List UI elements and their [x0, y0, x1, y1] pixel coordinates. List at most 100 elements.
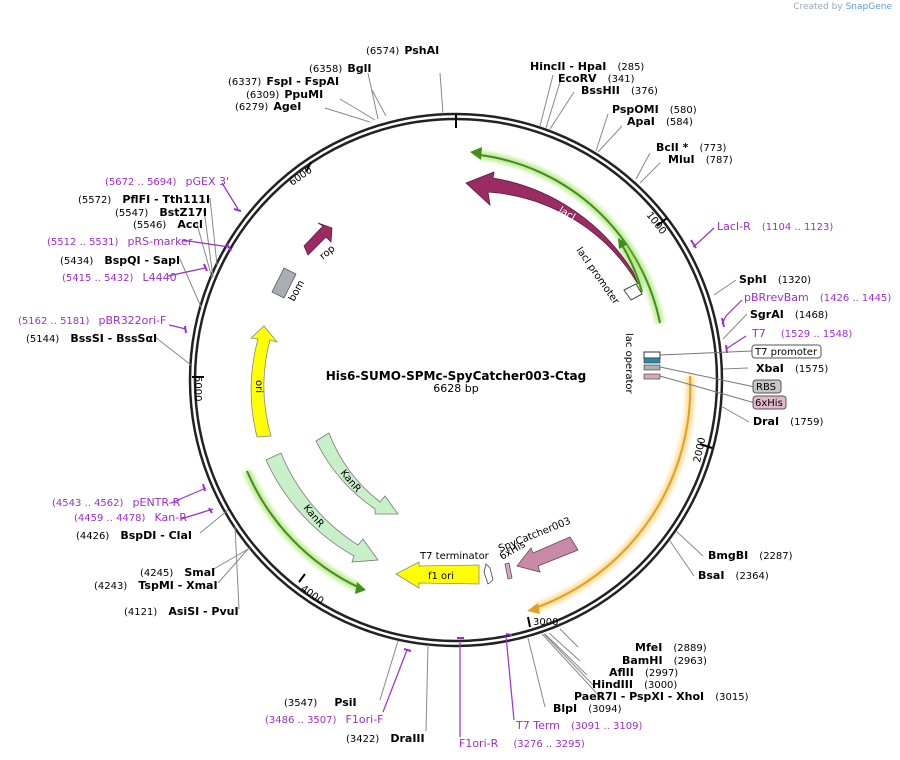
enzyme-pspomi[interactable]: PspOMI (580)	[612, 98, 697, 117]
plasmid-length: 6628 bp	[433, 382, 478, 395]
enzyme-aflii[interactable]: AflII (2997)	[609, 661, 678, 680]
t7-terminator-mark[interactable]	[483, 563, 494, 585]
tick-3000	[527, 616, 531, 628]
enzyme-apai[interactable]: ApaI (584)	[627, 110, 693, 129]
primer-pbr322ori-f[interactable]: (5162 .. 5181) pBR322ori-F	[18, 309, 166, 328]
primer-pentr-r[interactable]: (4543 .. 4562) pENTR-R	[52, 491, 181, 510]
lacI-highlight-arc	[470, 147, 664, 324]
enzyme-labels: (6574) PshAI (6358) BglI (6337) FspI - F…	[26, 39, 828, 746]
rbs-box[interactable]: RBS	[752, 379, 782, 394]
primer-marks	[167, 182, 747, 737]
scale-ticks: 1000 2000 3000 4000 5000 6000	[192, 161, 713, 628]
t7-promoter-box[interactable]: T7 promoter	[751, 344, 822, 359]
lacI-arrow[interactable]	[465, 171, 639, 285]
enzyme-sphi[interactable]: SphI (1320)	[739, 268, 811, 287]
primer-kan-r[interactable]: (4459 .. 4478) Kan-R	[74, 506, 187, 525]
enzyme-fspi[interactable]: (6337) FspI - FspAI	[228, 70, 339, 89]
enzyme-bsshii[interactable]: BssHII (376)	[581, 79, 658, 98]
enzyme-clai[interactable]: (4426) BspDI - ClaI	[76, 524, 192, 543]
enzyme-bsai[interactable]: BsaI (2364)	[698, 564, 769, 583]
enzyme-bgli[interactable]: (6358) BglI	[309, 57, 371, 76]
sixhis-label: 6xHis	[755, 398, 783, 409]
enzyme-bstz17i[interactable]: (5547) BstZ17I	[115, 201, 207, 220]
enzyme-smai[interactable]: (4245) SmaI	[140, 561, 215, 580]
enzyme-bamhi[interactable]: BamHI (2963)	[622, 649, 707, 668]
kanR-arrow-1[interactable]	[315, 432, 399, 515]
rbs-label: RBS	[756, 382, 776, 393]
enzyme-bmgbi[interactable]: BmgBI (2287)	[708, 544, 793, 563]
enzyme-hincii[interactable]: HincII - HpaI (285)	[530, 55, 644, 74]
rop-label: rop	[318, 243, 338, 262]
primer-laci-r[interactable]: LacI-R (1104 .. 1123)	[717, 215, 833, 234]
enzyme-ppumi[interactable]: (6309) PpuMI	[246, 83, 323, 102]
tick-1000	[656, 217, 668, 227]
primer-ticks	[184, 208, 728, 652]
plasmid-title: His6-SUMO-SPMc-SpyCatcher003-Ctag	[326, 369, 587, 383]
enzyme-pflfi[interactable]: (5572) PflFI - Tth111I	[78, 188, 210, 207]
enzyme-mfei[interactable]: MfeI (2889)	[635, 636, 707, 655]
t7-promoter-label: T7 promoter	[754, 347, 818, 358]
enzyme-pvui[interactable]: (4121) AsiSI - PvuI	[124, 600, 239, 619]
enzyme-pshai[interactable]: (6574) PshAI	[366, 39, 439, 58]
primer-pbrrevbam[interactable]: pBRrevBam (1426 .. 1445)	[744, 286, 891, 305]
kanR-arrow-2[interactable]	[265, 452, 379, 563]
enzyme-mlui[interactable]: MluI (787)	[668, 148, 733, 167]
primer-l4440[interactable]: (5415 .. 5432) L4440	[62, 266, 177, 285]
tick-6000	[305, 161, 312, 173]
tick-label-2000: 2000	[692, 436, 708, 463]
ori-arrow[interactable]	[250, 325, 279, 438]
enzyme-bsssi[interactable]: (5144) BssSI - BssSαI	[26, 327, 157, 346]
enzyme-draiii[interactable]: (3422) DraIII	[346, 727, 425, 746]
enzyme-ecorv[interactable]: EcoRV (341)	[558, 67, 635, 86]
orf-highlight-arc	[527, 375, 695, 614]
lacI-promoter-label: lacI promoter	[574, 245, 622, 307]
t7-promoter-mark[interactable]	[643, 351, 661, 359]
sixhis-box[interactable]: 6xHis	[752, 395, 787, 410]
tick-label-6000: 6000	[287, 165, 314, 189]
lacI-promoter-arrow[interactable]	[623, 283, 643, 301]
spycatcher-arrow[interactable]	[516, 536, 579, 573]
lacI-label: lacI	[557, 205, 578, 223]
tick-label-5000: 5000	[192, 376, 203, 401]
enzyme-drai[interactable]: DraI (1759)	[753, 410, 824, 429]
primer-prs-marker[interactable]: (5512 .. 5531) pRS-marker	[47, 230, 193, 249]
snapgene-brand: SnapGene	[845, 2, 892, 12]
tick-4000	[298, 573, 306, 583]
kanR-label-1: KanR	[338, 468, 363, 495]
enzyme-leaders	[154, 72, 750, 732]
his-tag-mark[interactable]	[643, 373, 661, 380]
his6-mark[interactable]	[504, 562, 513, 580]
f1-ori-label: f1 ori	[428, 571, 454, 582]
t7-terminator-label: T7 terminator	[419, 551, 490, 562]
snapgene-credit: Created by SnapGene	[793, 2, 892, 12]
enzyme-blpi[interactable]: BlpI (3094)	[553, 697, 622, 716]
rop-arrow[interactable]	[303, 222, 333, 256]
enzyme-hindiii[interactable]: HindIII (3000)	[592, 673, 677, 692]
feature-leaders	[659, 350, 756, 404]
enzyme-xbai[interactable]: XbaI (1575)	[756, 357, 828, 376]
primer-f1ori-f[interactable]: (3486 .. 3507) F1ori-F	[265, 708, 383, 727]
primer-t7[interactable]: T7 (1529 .. 1548)	[751, 322, 852, 341]
lacI-promoter-highlight-arc	[618, 238, 646, 294]
lac-operator-label: lac operator	[623, 333, 634, 394]
tick-label-3000: 3000	[533, 617, 558, 628]
lac-operator-mark[interactable]	[643, 357, 661, 364]
enzyme-acci[interactable]: (5546) AccI	[133, 213, 203, 232]
enzyme-sapi[interactable]: (5434) BspQI - SapI	[60, 249, 180, 268]
enzyme-psii[interactable]: (3547) PsiI	[284, 691, 357, 710]
enzyme-bcli[interactable]: BclI * (773)	[656, 136, 726, 155]
enzyme-xmai[interactable]: (4243) TspMI - XmaI	[94, 574, 218, 593]
primer-t7-term[interactable]: T7 Term (3091 .. 3109)	[515, 714, 642, 733]
primer-labels: LacI-R (1104 .. 1123) pBRrevBam (1426 ..…	[18, 170, 891, 751]
primer-pgex3[interactable]: (5672 .. 5694) pGEX 3'	[105, 170, 229, 189]
bom-block[interactable]	[271, 267, 297, 299]
enzyme-agei[interactable]: (6279) AgeI	[235, 95, 301, 114]
enzyme-sgrai[interactable]: SgrAI (1468)	[750, 303, 828, 322]
kanR-highlight-arc	[243, 469, 366, 594]
f1-ori-arrow[interactable]	[395, 561, 480, 589]
enzyme-xhoi[interactable]: PaeR7I - PspXI - XhoI (3015)	[574, 685, 749, 704]
rbs-mark[interactable]	[643, 364, 661, 371]
primer-f1ori-r[interactable]: F1ori-R (3276 .. 3295)	[459, 732, 585, 751]
ori-label: ori	[253, 380, 264, 393]
